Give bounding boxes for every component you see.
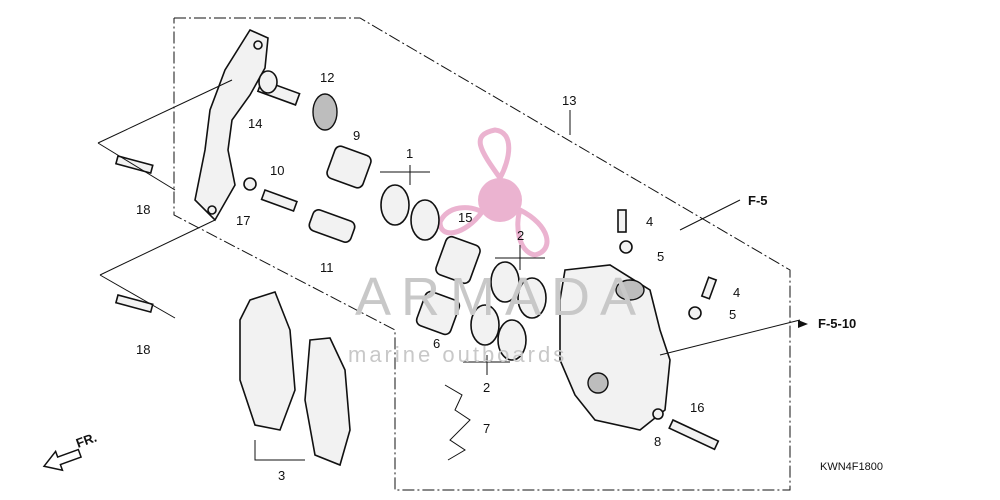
label-4b: 4 [733, 285, 740, 300]
label-11: 11 [320, 260, 334, 275]
bleeder-cap [619, 240, 633, 254]
label-4a: 4 [646, 214, 653, 229]
piston-seal [380, 184, 410, 226]
label-1: 1 [406, 146, 413, 161]
label-13: 13 [562, 93, 576, 108]
label-10: 10 [270, 163, 284, 178]
label-7: 7 [483, 421, 490, 436]
sleeve [326, 145, 372, 189]
label-6: 6 [433, 336, 440, 351]
label-18a: 18 [136, 202, 150, 217]
front-direction-arrow-icon [42, 448, 83, 472]
ref-f5-10: F-5-10 [818, 316, 856, 331]
flange-bolt [114, 294, 154, 314]
piston-seal [470, 304, 500, 346]
piston [415, 290, 461, 336]
label-18b: 18 [136, 342, 150, 357]
brake-pad [304, 337, 351, 467]
piston [435, 235, 481, 285]
front-direction-label: FR. [74, 430, 99, 451]
label-5a: 5 [657, 249, 664, 264]
leader-lines [97, 79, 801, 461]
bleeder-valve [617, 209, 627, 233]
bleeder-valve [700, 276, 718, 300]
pad-spring [444, 384, 471, 461]
label-16: 16 [690, 400, 704, 415]
caliper-bracket [194, 28, 269, 222]
label-15: 15 [458, 210, 472, 225]
label-14: 14 [248, 116, 262, 131]
label-17: 17 [236, 213, 250, 228]
assembly-outline [173, 17, 791, 491]
caliper-hole [587, 372, 609, 394]
label-2a: 2 [517, 228, 524, 243]
watermark-logo [437, 127, 550, 258]
label-3: 3 [278, 468, 285, 483]
nut [243, 177, 257, 191]
label-2b: 2 [483, 380, 490, 395]
dust-seal [517, 277, 547, 319]
dust-seal [497, 319, 527, 361]
piston-seal [490, 261, 520, 303]
label-9: 9 [353, 128, 360, 143]
ref-f5: F-5 [748, 193, 768, 208]
pin-head [258, 70, 278, 94]
pin-bolt [308, 209, 356, 243]
label-5b: 5 [729, 307, 736, 322]
brake-pad [239, 291, 296, 431]
bracket-hole [253, 40, 263, 50]
label-8: 8 [654, 434, 661, 449]
diagram-code: KWN4F1800 [820, 461, 883, 473]
mount-bolt [668, 418, 720, 451]
slide-pin [260, 188, 298, 213]
bracket-hole [207, 205, 217, 215]
nut [652, 408, 664, 420]
arrow-icon [798, 320, 808, 328]
watermark-brand: ARMADA [355, 267, 646, 327]
dust-seal [410, 199, 440, 241]
caliper-port [615, 279, 645, 301]
boot [312, 93, 338, 131]
label-12: 12 [320, 70, 334, 85]
flange-bolt [114, 155, 154, 175]
bleeder-cap [688, 306, 702, 320]
watermark-tagline: marine outboards [348, 342, 567, 367]
